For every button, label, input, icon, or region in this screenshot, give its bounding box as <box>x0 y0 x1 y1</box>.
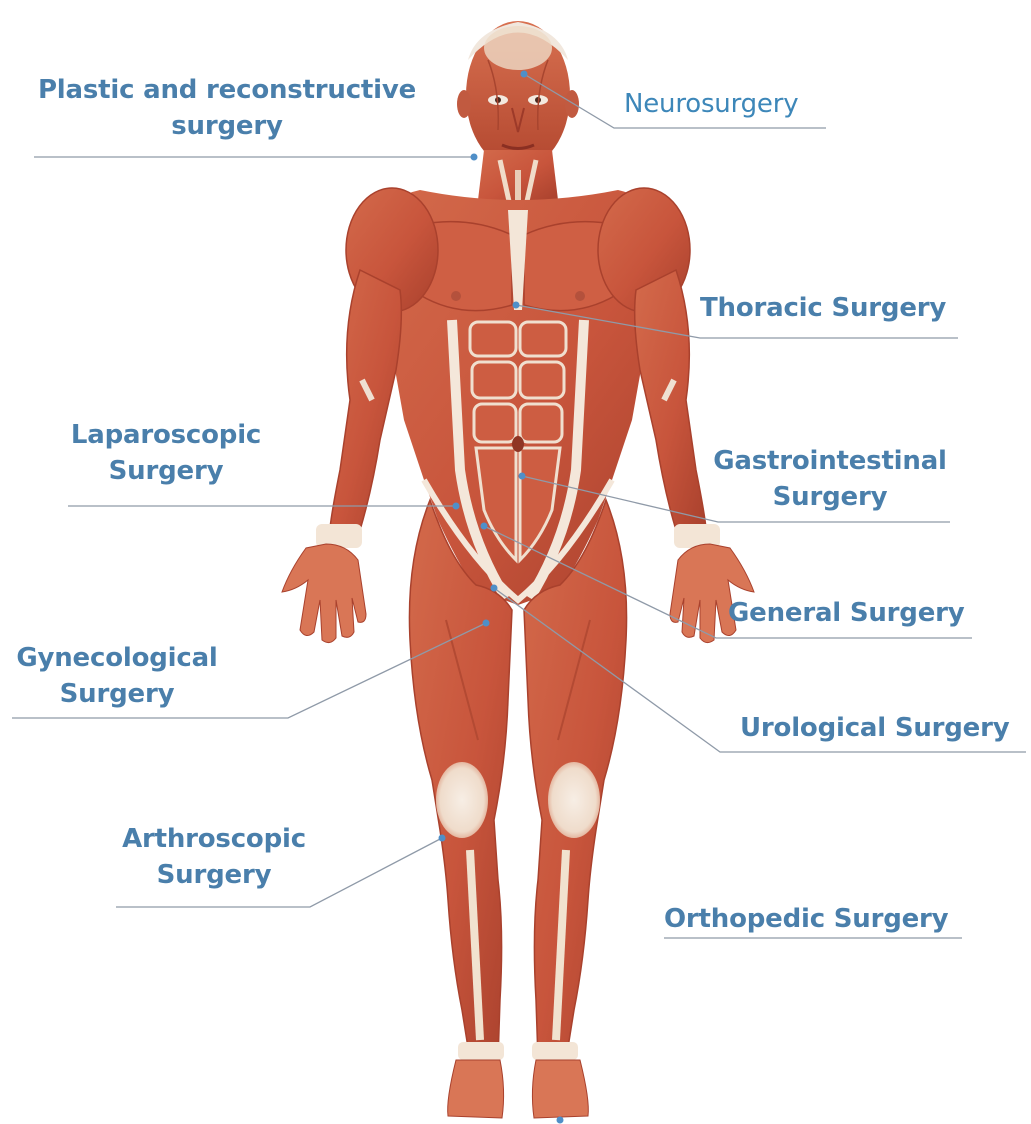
label-urological-surgery: Urological Surgery <box>740 710 1010 746</box>
label-arthro-line-1: Arthroscopic <box>116 821 312 857</box>
point-ortho <box>557 1117 564 1124</box>
label-arthroscopic-surgery: Arthroscopic Surgery <box>116 821 312 893</box>
point-general <box>481 523 488 530</box>
label-plastic-line-2: surgery <box>34 108 420 144</box>
label-laparoscopic-line-1: Laparoscopic <box>60 417 272 453</box>
label-orthopedic-surgery: Orthopedic Surgery <box>664 901 948 937</box>
point-thoracic <box>513 302 520 309</box>
label-gastro-line-1: Gastrointestinal <box>712 443 948 479</box>
label-laparoscopic-line-2: Surgery <box>60 453 272 489</box>
point-laparoscopic <box>453 503 460 510</box>
label-plastic-reconstructive-surgery: Plastic and reconstructive surgery <box>34 72 420 144</box>
point-arthro <box>439 835 446 842</box>
label-gyneco-line-1: Gynecological <box>12 640 222 676</box>
point-gastro <box>519 473 526 480</box>
label-gyneco-line-2: Surgery <box>12 676 222 712</box>
label-gastrointestinal-surgery: Gastrointestinal Surgery <box>712 443 948 515</box>
label-gastro-line-2: Surgery <box>712 479 948 515</box>
point-gyneco <box>483 620 490 627</box>
label-general-surgery: General Surgery <box>728 595 965 631</box>
label-plastic-line-1: Plastic and reconstructive <box>34 72 420 108</box>
label-laparoscopic-surgery: Laparoscopic Surgery <box>60 417 272 489</box>
label-arthro-line-2: Surgery <box>116 857 312 893</box>
point-uro <box>491 585 498 592</box>
label-neurosurgery: Neurosurgery <box>624 86 798 122</box>
point-plastic <box>471 154 478 161</box>
label-gynecological-surgery: Gynecological Surgery <box>12 640 222 712</box>
label-thoracic-surgery: Thoracic Surgery <box>700 290 946 326</box>
point-neuro <box>521 71 528 78</box>
